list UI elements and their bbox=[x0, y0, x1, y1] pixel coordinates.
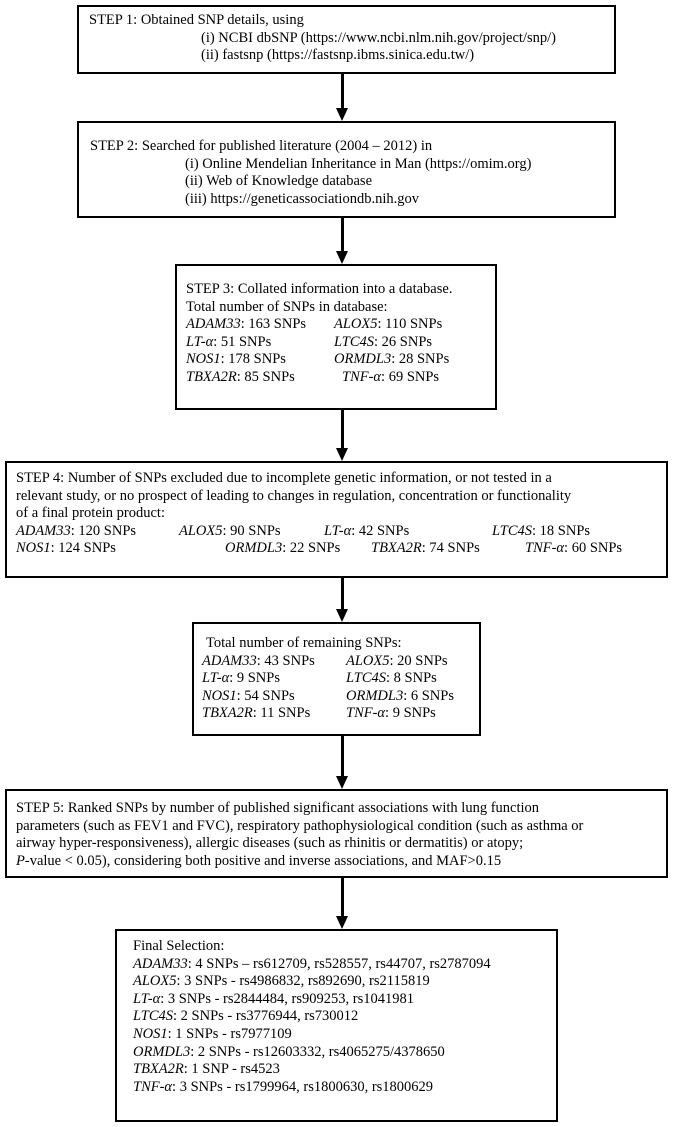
final-gene-adam33: ADAM33: 4 SNPs – rs612709, rs528557, rs4… bbox=[133, 955, 491, 972]
step2-item-2: (ii) Web of Knowledge database bbox=[185, 173, 372, 190]
step3-gene-ormdl3: ORMDL3: 28 SNPs bbox=[334, 351, 450, 368]
final-gene-tbxa2r: TBXA2R: 1 SNP - rs4523 bbox=[133, 1061, 280, 1078]
step4-box: STEP 4: Number of SNPs excluded due to i… bbox=[5, 461, 668, 578]
step5-box: STEP 5: Ranked SNPs by number of publish… bbox=[5, 789, 668, 878]
step3-gene-alox5: ALOX5: 110 SNPs bbox=[334, 316, 443, 333]
final-gene-ltc4s: LTC4S: 2 SNPs - rs3776944, rs730012 bbox=[133, 1008, 359, 1025]
step3-gene-nos1: NOS1: 178 SNPs bbox=[186, 351, 286, 368]
step4-gene-tnfa: TNF-α: 60 SNPs bbox=[525, 540, 623, 557]
final-gene-lta: LT-α: 3 SNPs - rs2844484, rs909253, rs10… bbox=[133, 990, 414, 1007]
step5-line-1: STEP 5: Ranked SNPs by number of publish… bbox=[16, 800, 540, 816]
remaining-title: Total number of remaining SNPs: bbox=[206, 635, 402, 651]
arrow-3 bbox=[336, 410, 348, 461]
step3-gene-tnfa: TNF-α: 69 SNPs bbox=[342, 368, 440, 385]
step4-gene-ltc4s: LTC4S: 18 SNPs bbox=[492, 522, 591, 539]
step4-gene-row-2: NOS1: 124 SNPs ORMDL3: 22 SNPs TBXA2R: 7… bbox=[16, 540, 666, 558]
final-gene-tnfa: TNF-α: 3 SNPs - rs1799964, rs1800630, rs… bbox=[133, 1078, 434, 1095]
arrow-1 bbox=[336, 74, 348, 121]
remaining-box: Total number of remaining SNPs: ADAM33: … bbox=[192, 622, 481, 736]
step1-item-1: (i) NCBI dbSNP (https://www.ncbi.nlm.nih… bbox=[201, 29, 556, 46]
arrow-4 bbox=[336, 578, 348, 622]
remaining-gene-alox5: ALOX5: 20 SNPs bbox=[346, 652, 448, 669]
step3-gene-ltc4s: LTC4S: 26 SNPs bbox=[334, 333, 433, 350]
step3-subtitle: Total number of SNPs in database: bbox=[186, 298, 388, 315]
step3-gene-lta: LT-α: 51 SNPs bbox=[186, 333, 272, 350]
remaining-gene-tnfa: TNF-α: 9 SNPs bbox=[346, 705, 436, 722]
step4-gene-ormdl3: ORMDL3: 22 SNPs bbox=[225, 540, 341, 557]
step2-item-1: (i) Online Mendelian Inheritance in Man … bbox=[185, 155, 532, 172]
step5-line-4: P-value < 0.05), considering both positi… bbox=[16, 852, 502, 869]
remaining-gene-grid: ADAM33: 43 SNPs ALOX5: 20 SNPs LT-α: 9 S… bbox=[202, 653, 479, 723]
arrow-5 bbox=[336, 736, 348, 789]
step3-gene-adam33: ADAM33: 163 SNPs bbox=[186, 316, 307, 333]
step2-title: STEP 2: Searched for published literatur… bbox=[90, 138, 433, 154]
step4-gene-grid: ADAM33: 120 SNPs ALOX5: 90 SNPs LT-α: 42… bbox=[16, 523, 666, 541]
remaining-gene-nos1: NOS1: 54 SNPs bbox=[202, 687, 295, 704]
step1-title: STEP 1: Obtained SNP details, using bbox=[89, 12, 304, 28]
step4-gene-adam33: ADAM33: 120 SNPs bbox=[16, 522, 137, 539]
final-gene-alox5: ALOX5: 3 SNPs - rs4986832, rs892690, rs2… bbox=[133, 973, 430, 990]
step1-item-2: (ii) fastsnp (https://fastsnp.ibms.sinic… bbox=[201, 47, 475, 64]
step2-box: STEP 2: Searched for published literatur… bbox=[77, 121, 616, 218]
step4-line-3: of a final protein product: bbox=[16, 505, 165, 522]
step4-gene-nos1: NOS1: 124 SNPs bbox=[16, 540, 116, 557]
arrow-2 bbox=[336, 218, 348, 264]
step1-box: STEP 1: Obtained SNP details, using (i) … bbox=[77, 5, 616, 74]
remaining-gene-ltc4s: LTC4S: 8 SNPs bbox=[346, 670, 437, 687]
final-gene-ormdl3: ORMDL3: 2 SNPs - rs12603332, rs4065275/4… bbox=[133, 1043, 445, 1060]
step4-gene-tbxa2r: TBXA2R: 74 SNPs bbox=[371, 540, 480, 557]
step4-line-2: relevant study, or no prospect of leadin… bbox=[16, 487, 572, 504]
step3-gene-grid: ADAM33: 163 SNPs ALOX5: 110 SNPs LT-α: 5… bbox=[186, 316, 495, 386]
final-box: Final Selection: ADAM33: 4 SNPs – rs6127… bbox=[115, 929, 558, 1122]
step4-gene-alox5: ALOX5: 90 SNPs bbox=[179, 522, 281, 539]
step5-line-2: parameters (such as FEV1 and FVC), respi… bbox=[16, 817, 584, 834]
step3-title: STEP 3: Collated information into a data… bbox=[186, 281, 453, 297]
step2-item-3: (iii) https://geneticassociationdb.nih.g… bbox=[185, 190, 419, 207]
step5-line-3: airway hyper-responsiveness), allergic d… bbox=[16, 835, 524, 852]
remaining-gene-adam33: ADAM33: 43 SNPs bbox=[202, 652, 315, 669]
arrow-6 bbox=[336, 878, 348, 929]
final-title: Final Selection: bbox=[133, 938, 225, 954]
remaining-gene-tbxa2r: TBXA2R: 11 SNPs bbox=[202, 705, 311, 722]
remaining-gene-ormdl3: ORMDL3: 6 SNPs bbox=[346, 687, 454, 704]
remaining-gene-lta: LT-α: 9 SNPs bbox=[202, 670, 280, 687]
final-gene-nos1: NOS1: 1 SNPs - rs7977109 bbox=[133, 1025, 292, 1042]
step3-box: STEP 3: Collated information into a data… bbox=[175, 264, 497, 410]
step4-line-1: STEP 4: Number of SNPs excluded due to i… bbox=[16, 470, 552, 486]
step4-gene-lta: LT-α: 42 SNPs bbox=[324, 522, 410, 539]
step3-gene-tbxa2r: TBXA2R: 85 SNPs bbox=[186, 368, 295, 385]
